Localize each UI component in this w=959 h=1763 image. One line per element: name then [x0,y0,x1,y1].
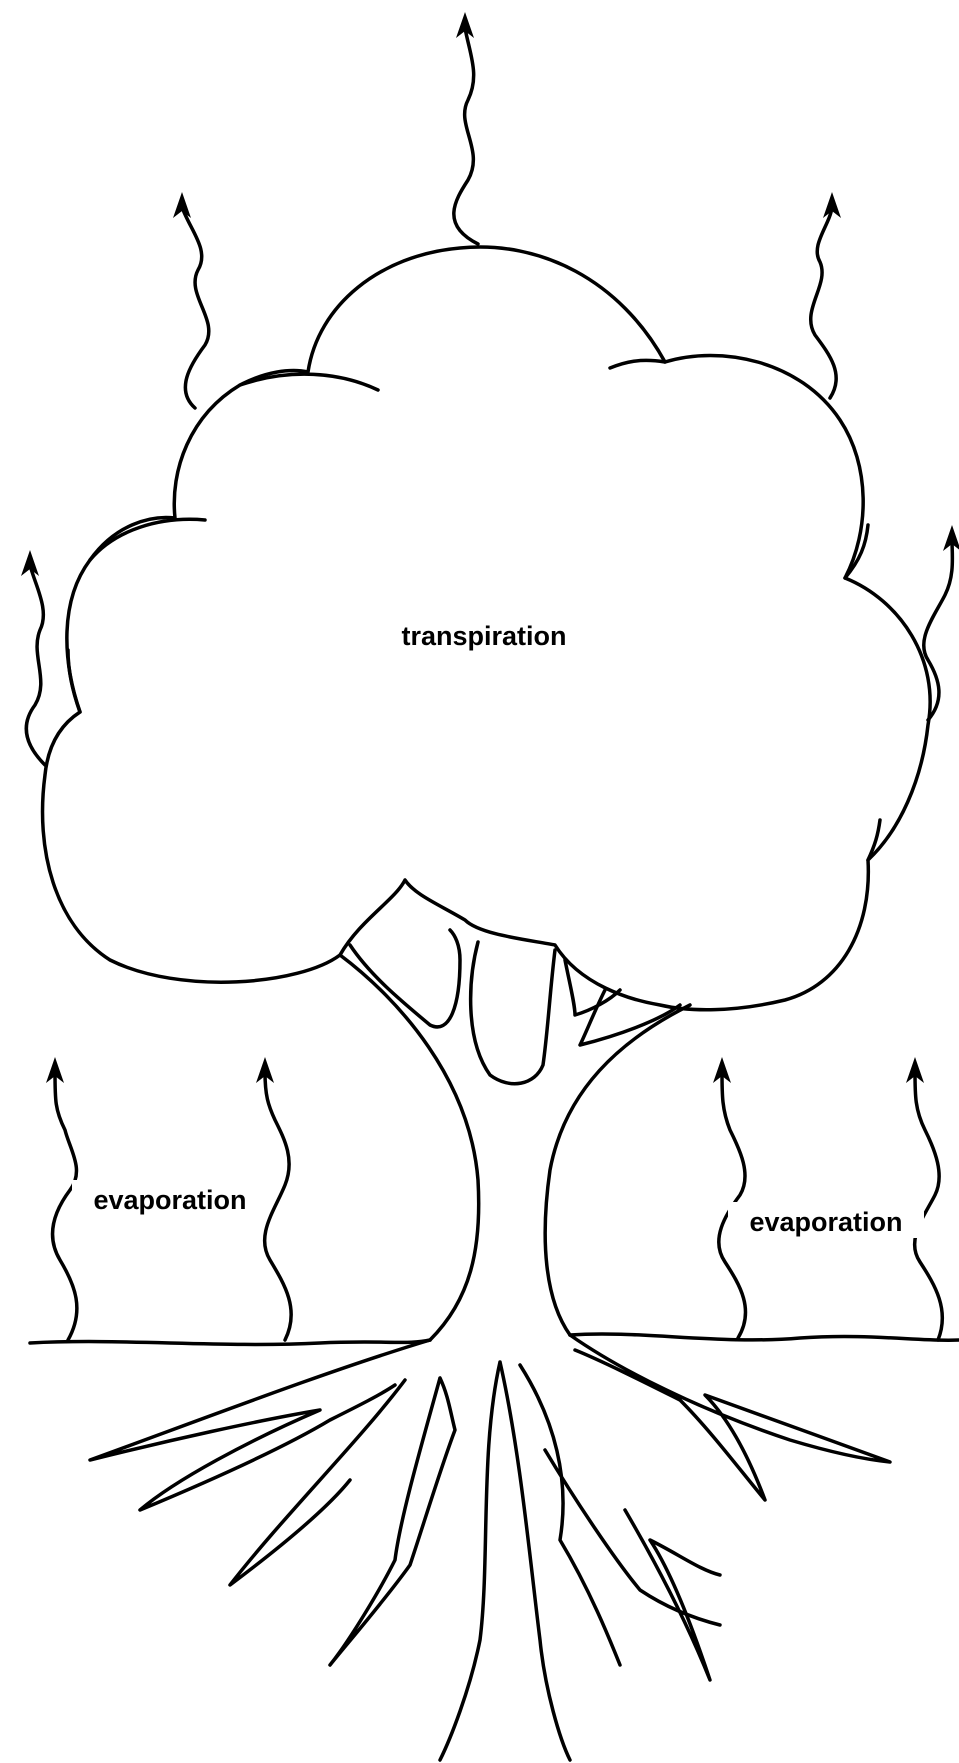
tree-trunk [340,930,690,1340]
trunk-right-edge [545,1005,690,1335]
vapor-arrow [21,550,45,765]
root [440,1362,570,1760]
canopy-lobe-arc [610,360,665,368]
tree-roots [90,1335,890,1760]
transpiration-arrows [21,12,959,765]
trunk-left-edge [340,955,479,1340]
canopy-lobe-arc [68,650,80,712]
root [90,1340,430,1510]
evaporation-label-left: evaporation [93,1185,246,1215]
vapor-arrow [173,192,209,408]
root [570,1335,890,1500]
vapor-arrow [454,12,478,244]
arrowhead-icon [21,550,39,576]
root [330,1378,455,1665]
vapor-arrow [906,1057,942,1340]
transpiration-label: transpiration [401,621,566,651]
ground-line [30,1334,959,1344]
arrowhead-icon [173,192,191,218]
branch-loop-center [471,942,555,1084]
evaporation-label-right: evaporation [749,1207,902,1237]
root [625,1510,720,1680]
vapor-arrow [713,1057,746,1338]
vapor-arrow [811,192,841,398]
